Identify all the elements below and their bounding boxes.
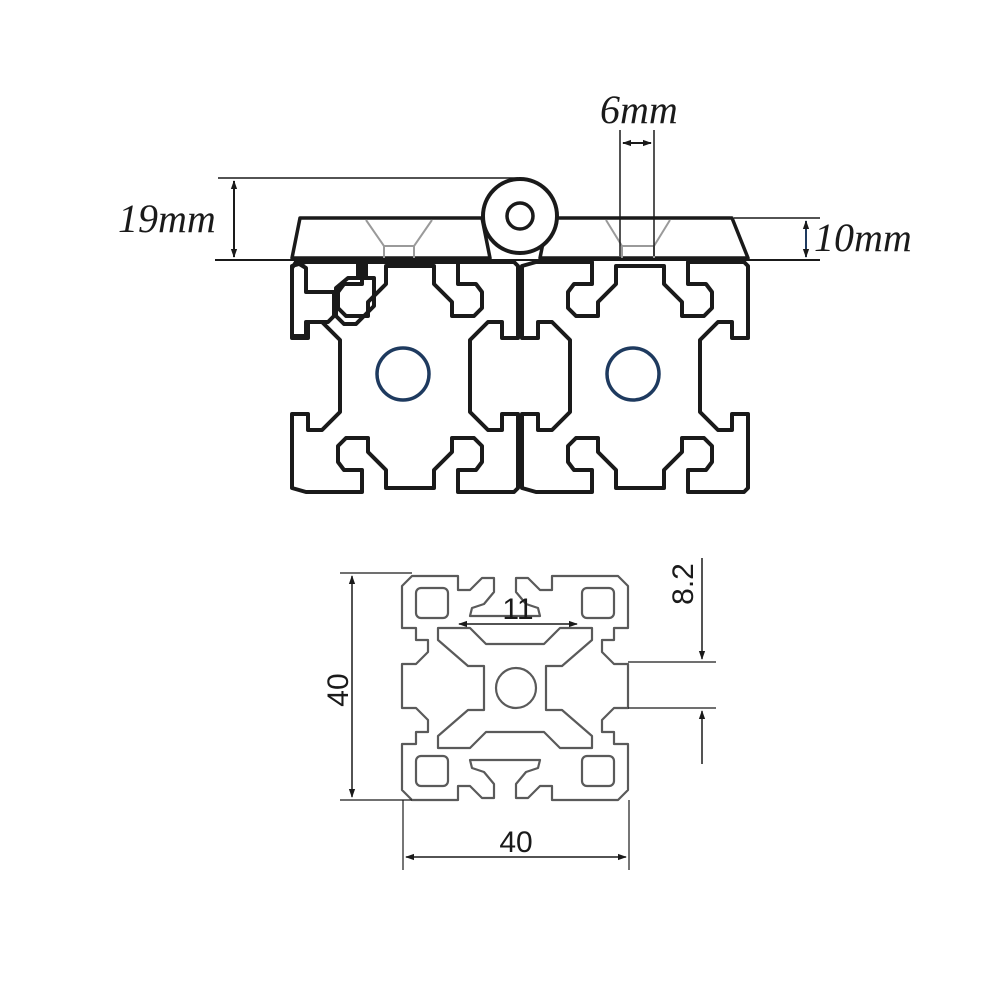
corner-cavity-br [580,754,616,788]
label-40-width: 40 [499,826,532,859]
hinge-leaf-right [538,216,750,260]
profile-body-left [290,260,520,494]
core-hole-right [605,346,661,402]
core-hole-left [375,346,431,402]
corner-cavity-tl [414,586,450,620]
corner-cavity-tr [580,586,616,620]
corner-cavity-bl [414,754,450,788]
profile-module-left [290,260,520,494]
label-6mm: 6mm [600,87,678,132]
label-10mm: 10mm [814,215,912,260]
label-11: 11 [502,593,533,626]
core-center-hole [494,666,538,710]
profile-cross-section-view: 40 40 11 8.2 [322,558,716,870]
label-8-2: 8.2 [667,563,700,605]
hinge-assembly-view: 19mm 6mm 10mm [118,87,912,494]
label-19mm: 19mm [118,196,216,241]
label-40-height: 40 [322,673,355,706]
hinge-pin-hole [505,201,535,231]
profile-module-right [520,260,750,494]
countersink-left [365,219,433,258]
hinge-leaf-left [290,216,492,260]
